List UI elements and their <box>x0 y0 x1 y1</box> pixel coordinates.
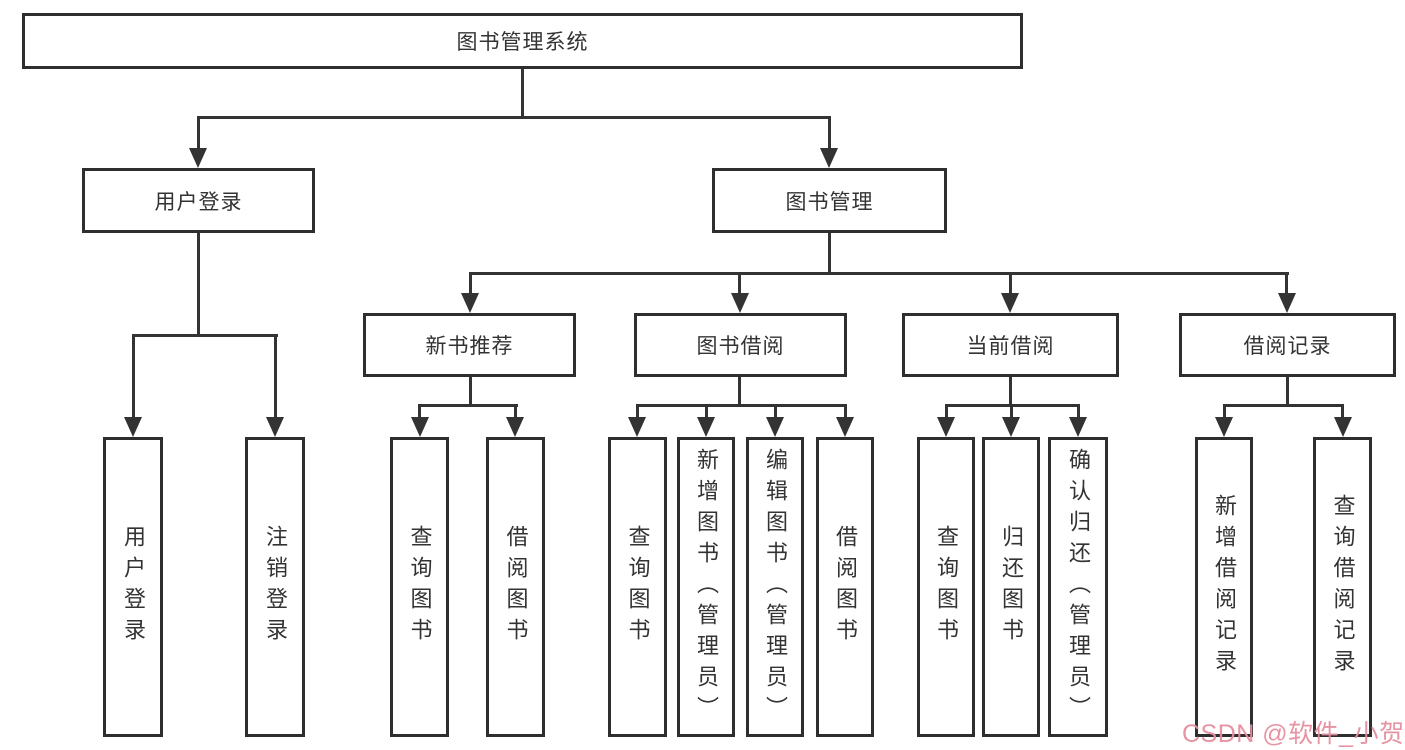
connector-line <box>514 404 517 419</box>
node-label: 借阅记录 <box>1243 335 1332 358</box>
arrow-down-icon <box>628 417 646 437</box>
arrow-down-icon <box>766 417 784 437</box>
arrow-down-icon <box>820 148 838 168</box>
connector-line <box>132 334 135 419</box>
connector-line <box>1009 272 1012 295</box>
arrow-down-icon <box>506 417 524 437</box>
connector-line <box>945 404 948 419</box>
connector-line <box>1223 404 1226 419</box>
connector-line <box>1009 377 1012 407</box>
connector-line <box>738 377 741 407</box>
node-book-management: 图书管理 <box>712 168 947 233</box>
connector-line <box>738 272 741 295</box>
leaf-logout: 注销登录 <box>245 437 305 737</box>
connector-line <box>828 233 831 273</box>
arrow-down-icon <box>266 417 284 437</box>
connector-line <box>636 404 639 419</box>
leaf-label: 用户登录 <box>121 525 146 649</box>
leaf-query-books-recommend: 查询图书 <box>390 437 449 737</box>
arrow-down-icon <box>411 417 429 437</box>
leaf-user-login: 用户登录 <box>103 437 163 737</box>
connector-line <box>197 116 831 119</box>
connector-line <box>1077 404 1080 419</box>
node-new-book-recommend: 新书推荐 <box>363 313 576 377</box>
arrow-down-icon <box>189 148 207 168</box>
arrow-down-icon <box>1002 417 1020 437</box>
arrow-down-icon <box>1001 293 1019 313</box>
node-book-borrowing: 图书借阅 <box>634 313 847 377</box>
leaf-label: 查询图书 <box>407 525 433 649</box>
leaf-label: 注销登录 <box>263 525 288 649</box>
connector-line <box>636 404 847 407</box>
arrow-down-icon <box>937 417 955 437</box>
node-borrowing-records: 借阅记录 <box>1179 313 1396 377</box>
arrow-down-icon <box>1334 417 1352 437</box>
node-label: 新书推荐 <box>425 335 514 358</box>
node-user-login: 用户登录 <box>82 168 315 233</box>
connector-line <box>844 404 847 419</box>
leaf-query-books-current: 查询图书 <box>917 437 975 737</box>
leaf-label: 查询借阅记录 <box>1330 494 1356 680</box>
node-label: 图书管理系统 <box>456 31 589 54</box>
connector-line <box>1285 272 1288 295</box>
connector-line <box>705 404 708 419</box>
connector-line <box>418 404 518 407</box>
arrow-down-icon <box>1069 417 1087 437</box>
connector-line <box>521 69 524 118</box>
leaf-confirm-return-admin: 确认归还（管理员） <box>1048 437 1108 737</box>
node-label: 图书借阅 <box>696 335 785 358</box>
node-label: 图书管理 <box>785 190 874 214</box>
leaf-label: 查询图书 <box>934 525 959 649</box>
arrow-down-icon <box>697 417 715 437</box>
leaf-edit-books-admin: 编辑图书（管理员） <box>746 437 804 737</box>
connector-line <box>274 334 277 419</box>
connector-line <box>1223 404 1344 407</box>
connector-line <box>469 272 1289 275</box>
connector-line <box>828 116 831 152</box>
connector-line <box>1010 404 1013 419</box>
leaf-query-borrow-record: 查询借阅记录 <box>1313 437 1372 737</box>
connector-line <box>469 377 472 407</box>
arrow-down-icon <box>836 417 854 437</box>
node-current-borrowing: 当前借阅 <box>902 313 1119 377</box>
connector-line <box>469 272 472 295</box>
connector-line <box>197 116 200 152</box>
leaf-borrow-books-recommend: 借阅图书 <box>486 437 545 737</box>
leaf-label: 新增借阅记录 <box>1212 494 1237 680</box>
leaf-return-books: 归还图书 <box>982 437 1040 737</box>
node-label: 用户登录 <box>154 190 243 214</box>
leaf-add-books-admin: 新增图书（管理员） <box>677 437 735 737</box>
connector-line <box>774 404 777 419</box>
csdn-watermark: CSDN @软件_小贺同学 <box>1182 720 1405 748</box>
connector-line <box>132 334 278 337</box>
leaf-label: 归还图书 <box>999 525 1024 649</box>
leaf-add-borrow-record: 新增借阅记录 <box>1195 437 1253 737</box>
connector-line <box>1341 404 1344 419</box>
arrow-down-icon <box>124 417 142 437</box>
arrow-down-icon <box>461 293 479 313</box>
connector-line <box>1286 377 1289 407</box>
leaf-label: 查询图书 <box>625 525 651 649</box>
leaf-label: 确认归还（管理员） <box>1066 447 1091 727</box>
leaf-borrow-books: 借阅图书 <box>816 437 874 737</box>
arrow-down-icon <box>1215 417 1233 437</box>
leaf-label: 借阅图书 <box>833 525 858 649</box>
arrow-down-icon <box>1278 293 1296 313</box>
connector-line <box>197 233 200 336</box>
leaf-label: 借阅图书 <box>503 525 529 649</box>
arrow-down-icon <box>731 293 749 313</box>
leaf-label: 编辑图书（管理员） <box>763 447 788 727</box>
node-root-system: 图书管理系统 <box>22 13 1023 69</box>
connector-line <box>418 404 421 419</box>
leaf-query-books-borrow: 查询图书 <box>608 437 667 737</box>
node-label: 当前借阅 <box>966 335 1055 358</box>
leaf-label: 新增图书（管理员） <box>694 447 719 727</box>
